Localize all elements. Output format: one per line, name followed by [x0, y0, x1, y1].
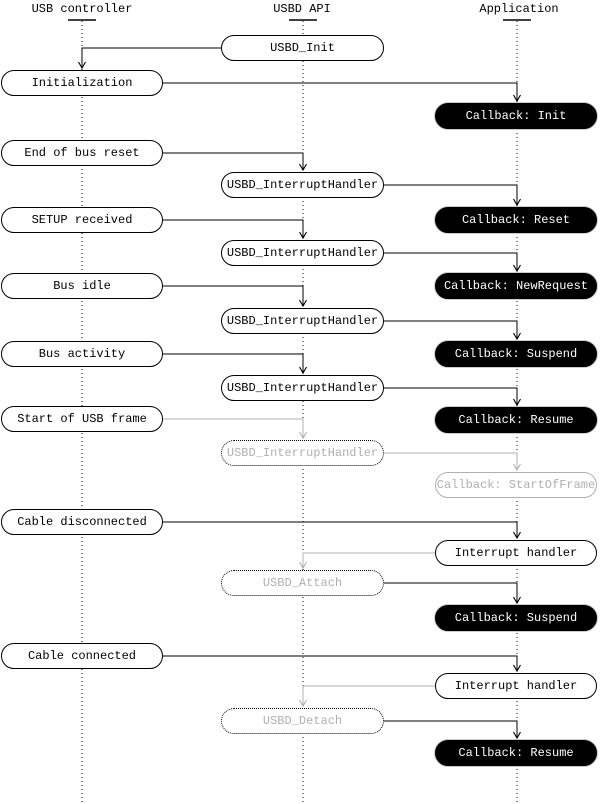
lane-header-usb-controller: USB controller — [31, 2, 133, 16]
node-callback-suspend: Callback: Suspend — [435, 341, 597, 367]
node-callback-resume: Callback: Resume — [435, 740, 597, 766]
node-usbd-attach: USBD_Attach — [221, 570, 384, 596]
arrow-setup-received-to-handler — [163, 219, 307, 240]
node-usbd-interrupthandler: USBD_InterruptHandler — [221, 308, 384, 334]
node-setup-received: SETUP received — [1, 207, 163, 233]
arrow-end-of-bus-reset-to-handler — [163, 152, 307, 172]
node-callback-reset: Callback: Reset — [435, 207, 597, 233]
node-interrupt-handler: Interrupt handler — [435, 673, 597, 699]
node-callback-resume: Callback: Resume — [435, 407, 597, 433]
node-callback-suspend: Callback: Suspend — [435, 605, 597, 631]
arrow-start-of-frame-to-handler — [163, 418, 307, 440]
node-usbd-interrupthandler: USBD_InterruptHandler — [221, 375, 384, 401]
node-interrupt-handler: Interrupt handler — [435, 540, 597, 566]
arrow-handler-to-callback-resume — [384, 387, 521, 407]
node-callback-newrequest: Callback: NewRequest — [435, 273, 597, 299]
node-bus-idle: Bus idle — [1, 273, 163, 299]
node-bus-activity: Bus activity — [1, 341, 163, 367]
node-usbd-interrupthandler: USBD_InterruptHandler — [221, 240, 384, 266]
node-usbd-init: USBD_Init — [221, 35, 384, 61]
arrow-handler-to-callback-reset — [384, 184, 521, 207]
lane-header-application: Application — [479, 2, 559, 16]
arrow-handler-to-callback-startofframe — [384, 452, 521, 472]
node-start-of-usb-frame: Start of USB frame — [1, 406, 163, 432]
arrow-interrupt-handler-to-usbd-attach — [299, 552, 435, 570]
arrow-usbd-detach-to-callback-resume — [384, 720, 521, 740]
node-end-of-bus-reset: End of bus reset — [1, 140, 163, 166]
node-initialization: Initialization — [1, 70, 163, 96]
arrow-initialization-to-callback-init — [163, 82, 521, 103]
node-cable-connected: Cable connected — [1, 643, 163, 669]
arrow-usbd-init-to-initialization — [78, 47, 221, 70]
lane-header-usbd-api: USBD API — [273, 2, 331, 16]
arrow-handler-to-callback-suspend — [384, 320, 521, 341]
node-cable-disconnected: Cable disconnected — [1, 509, 163, 535]
arrow-usbd-attach-to-callback-suspend — [384, 582, 521, 605]
arrow-cable-disconnected-to-interrupt-handler — [163, 521, 521, 540]
arrow-interrupt-handler-to-usbd-detach — [299, 685, 435, 708]
arrow-bus-activity-to-handler — [163, 353, 307, 375]
node-callback-init: Callback: Init — [435, 103, 597, 129]
node-usbd-interrupthandler-ghost: USBD_InterruptHandler — [221, 440, 384, 466]
node-usbd-interrupthandler: USBD_InterruptHandler — [221, 172, 384, 198]
arrow-cable-connected-to-interrupt-handler — [163, 655, 521, 673]
node-callback-startofframe: Callback: StartOfFrame — [435, 472, 597, 498]
arrow-handler-to-callback-newrequest — [384, 252, 521, 273]
arrow-bus-idle-to-handler — [163, 285, 307, 308]
node-usbd-detach: USBD_Detach — [221, 708, 384, 734]
